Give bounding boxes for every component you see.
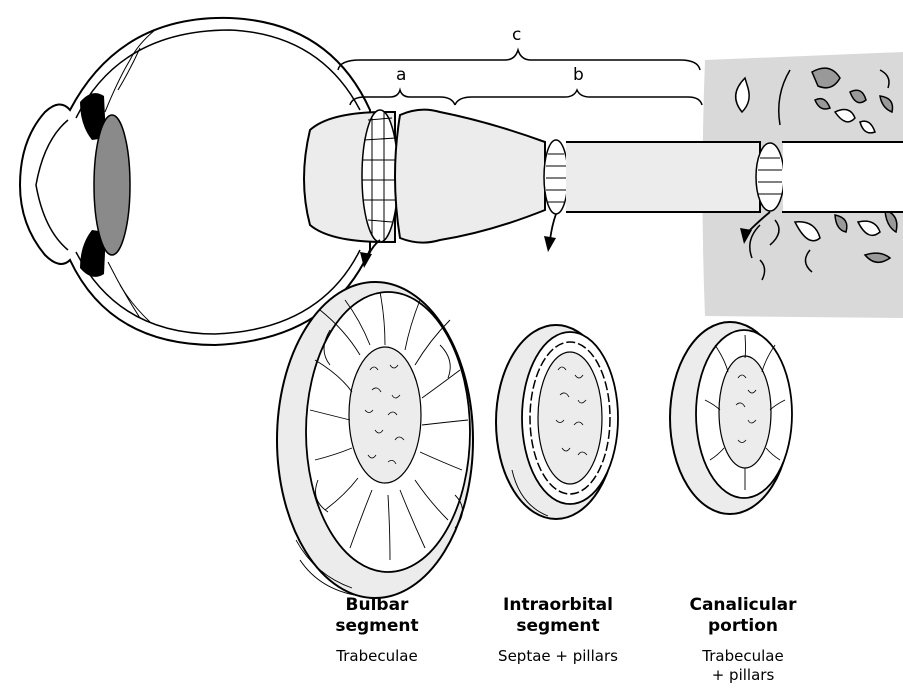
cross-section-bulbar [277,282,473,598]
lens [94,115,130,255]
cross-section-canalicular [670,322,792,514]
length-brackets [338,50,702,105]
caption-canalicular: Canalicular portion Trabeculae + pillars [663,595,823,685]
caption-intraorbital-title-1: Intraorbital [478,595,638,616]
caption-canalicular-title-2: portion [663,616,823,637]
caption-canalicular-sub-1: Trabeculae [663,647,823,666]
arrow-head-intraorbital [544,236,556,252]
label-a: a [396,65,406,85]
caption-intraorbital: Intraorbital segment Septae + pillars [478,595,638,666]
caption-bulbar-title-1: Bulbar [297,595,457,616]
caption-bulbar-title-2: segment [297,616,457,637]
cross-section-intraorbital [496,325,618,519]
label-b: b [573,65,584,85]
caption-canalicular-title-1: Canalicular [663,595,823,616]
caption-bulbar: Bulbar segment Trabeculae [297,595,457,666]
caption-intraorbital-sub-1: Septae + pillars [478,647,638,666]
caption-intraorbital-title-2: segment [478,616,638,637]
caption-canalicular-sub-2: + pillars [663,666,823,685]
label-c: c [512,25,521,45]
caption-bulbar-sub-1: Trabeculae [297,647,457,666]
